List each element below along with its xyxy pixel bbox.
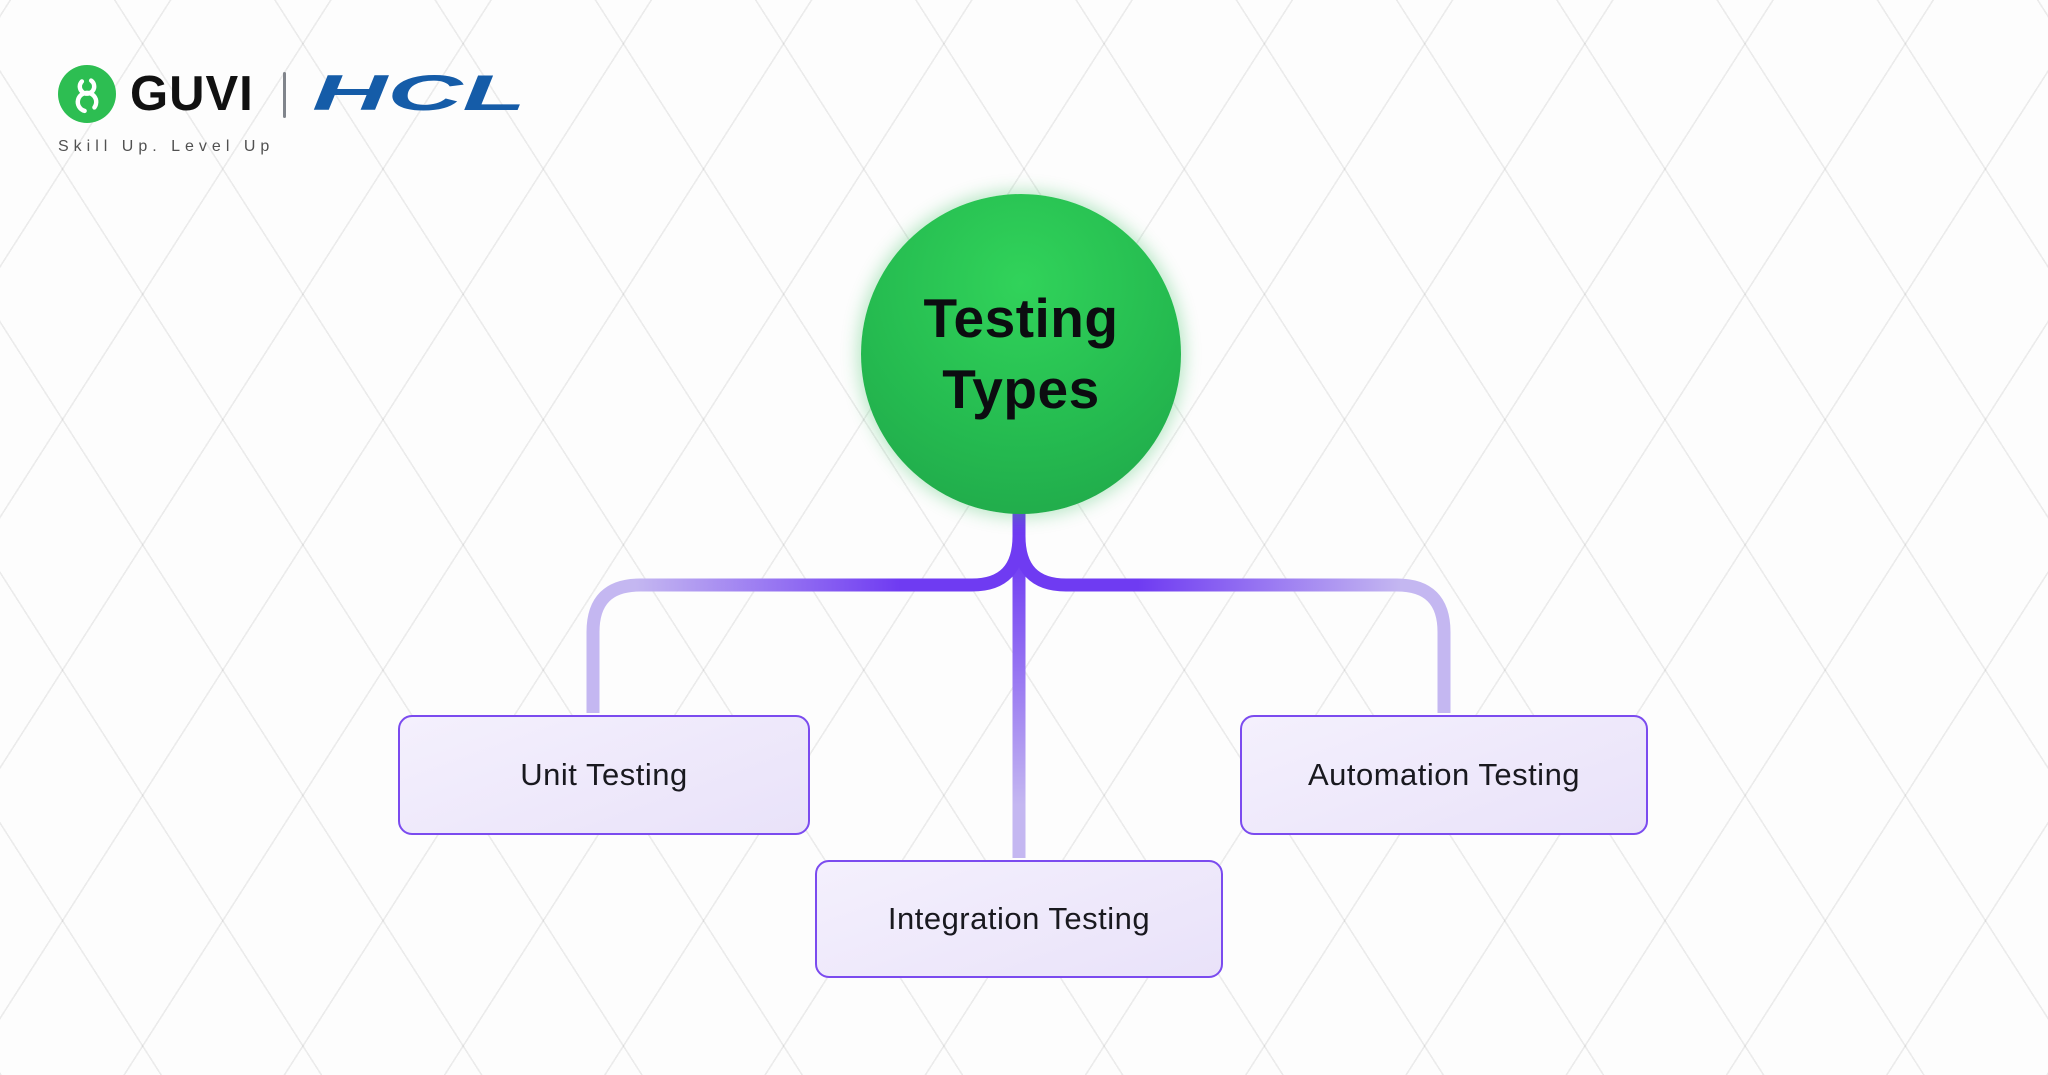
- hcl-wordmark: HCL: [312, 65, 526, 121]
- node-unit-testing: Unit Testing: [398, 715, 810, 835]
- node-integration-testing-label: Integration Testing: [887, 901, 1151, 936]
- brand-tagline: Skill Up. Level Up: [58, 138, 275, 155]
- connector-root-automation: [1012, 535, 1451, 713]
- node-integration-testing: Integration Testing: [815, 860, 1223, 978]
- brand-divider: [283, 72, 286, 118]
- root-label-line1: Testing: [923, 286, 1119, 349]
- root-label-line2: Types: [942, 358, 1100, 420]
- guvi-wordmark: GUVI: [130, 67, 254, 121]
- node-automation-testing-label: Automation Testing: [1307, 757, 1581, 792]
- brand-header: GUVI HCL Skill Up. Level Up: [0, 0, 600, 180]
- node-unit-testing-label: Unit Testing: [520, 757, 688, 792]
- guvi-logo-icon: [58, 65, 116, 123]
- root-node-testing-types: Testing Types: [861, 194, 1181, 514]
- hcl-logo: HCL: [312, 65, 526, 121]
- node-automation-testing: Automation Testing: [1240, 715, 1648, 835]
- connector-root-unit: [586, 535, 1026, 713]
